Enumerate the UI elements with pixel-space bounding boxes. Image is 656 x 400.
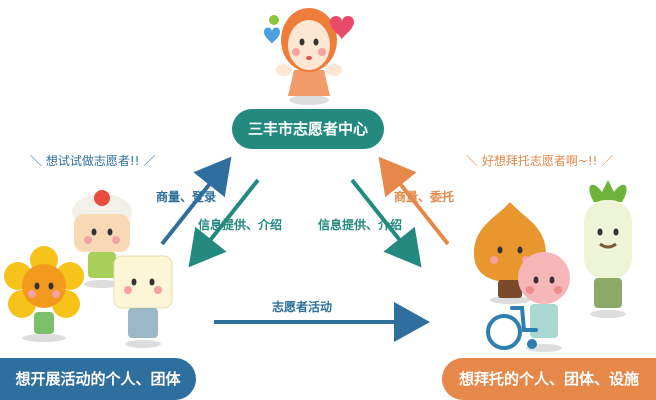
mascot-girl-icon [264, 8, 354, 105]
right-caption: ＼ 好想拜托志愿者啊~!! ／ [466, 154, 614, 168]
right-node: 想拜托的个人、团体、设施 [442, 358, 656, 400]
wheelchair-icon [486, 306, 538, 350]
arrow-center-to-right [350, 178, 422, 268]
edge-label-right-to-center: 商量、委托 [394, 190, 455, 204]
radish-character-icon [584, 180, 632, 318]
center-node: 三丰市志愿者中心 [232, 109, 384, 149]
edge-label-left-to-center: 商量、登录 [156, 190, 217, 204]
flower-character-icon [4, 246, 84, 342]
left-caption: ＼ 想试试做志愿者!! ／ [30, 154, 156, 168]
cupcake-character-icon [72, 190, 132, 288]
edge-label-center-to-left: 信息提供、介绍 [198, 218, 283, 232]
arrow-right-to-center [378, 156, 450, 246]
arrow-left-to-center [160, 156, 232, 246]
left-node: 想开展活动的个人、团体 [0, 358, 196, 400]
edge-label-center-to-right: 信息提供、介绍 [318, 218, 403, 232]
tofu-character-icon [113, 255, 173, 348]
arrow-center-to-left [188, 178, 260, 268]
edge-label-left-to-right: 志愿者活动 [272, 300, 333, 314]
